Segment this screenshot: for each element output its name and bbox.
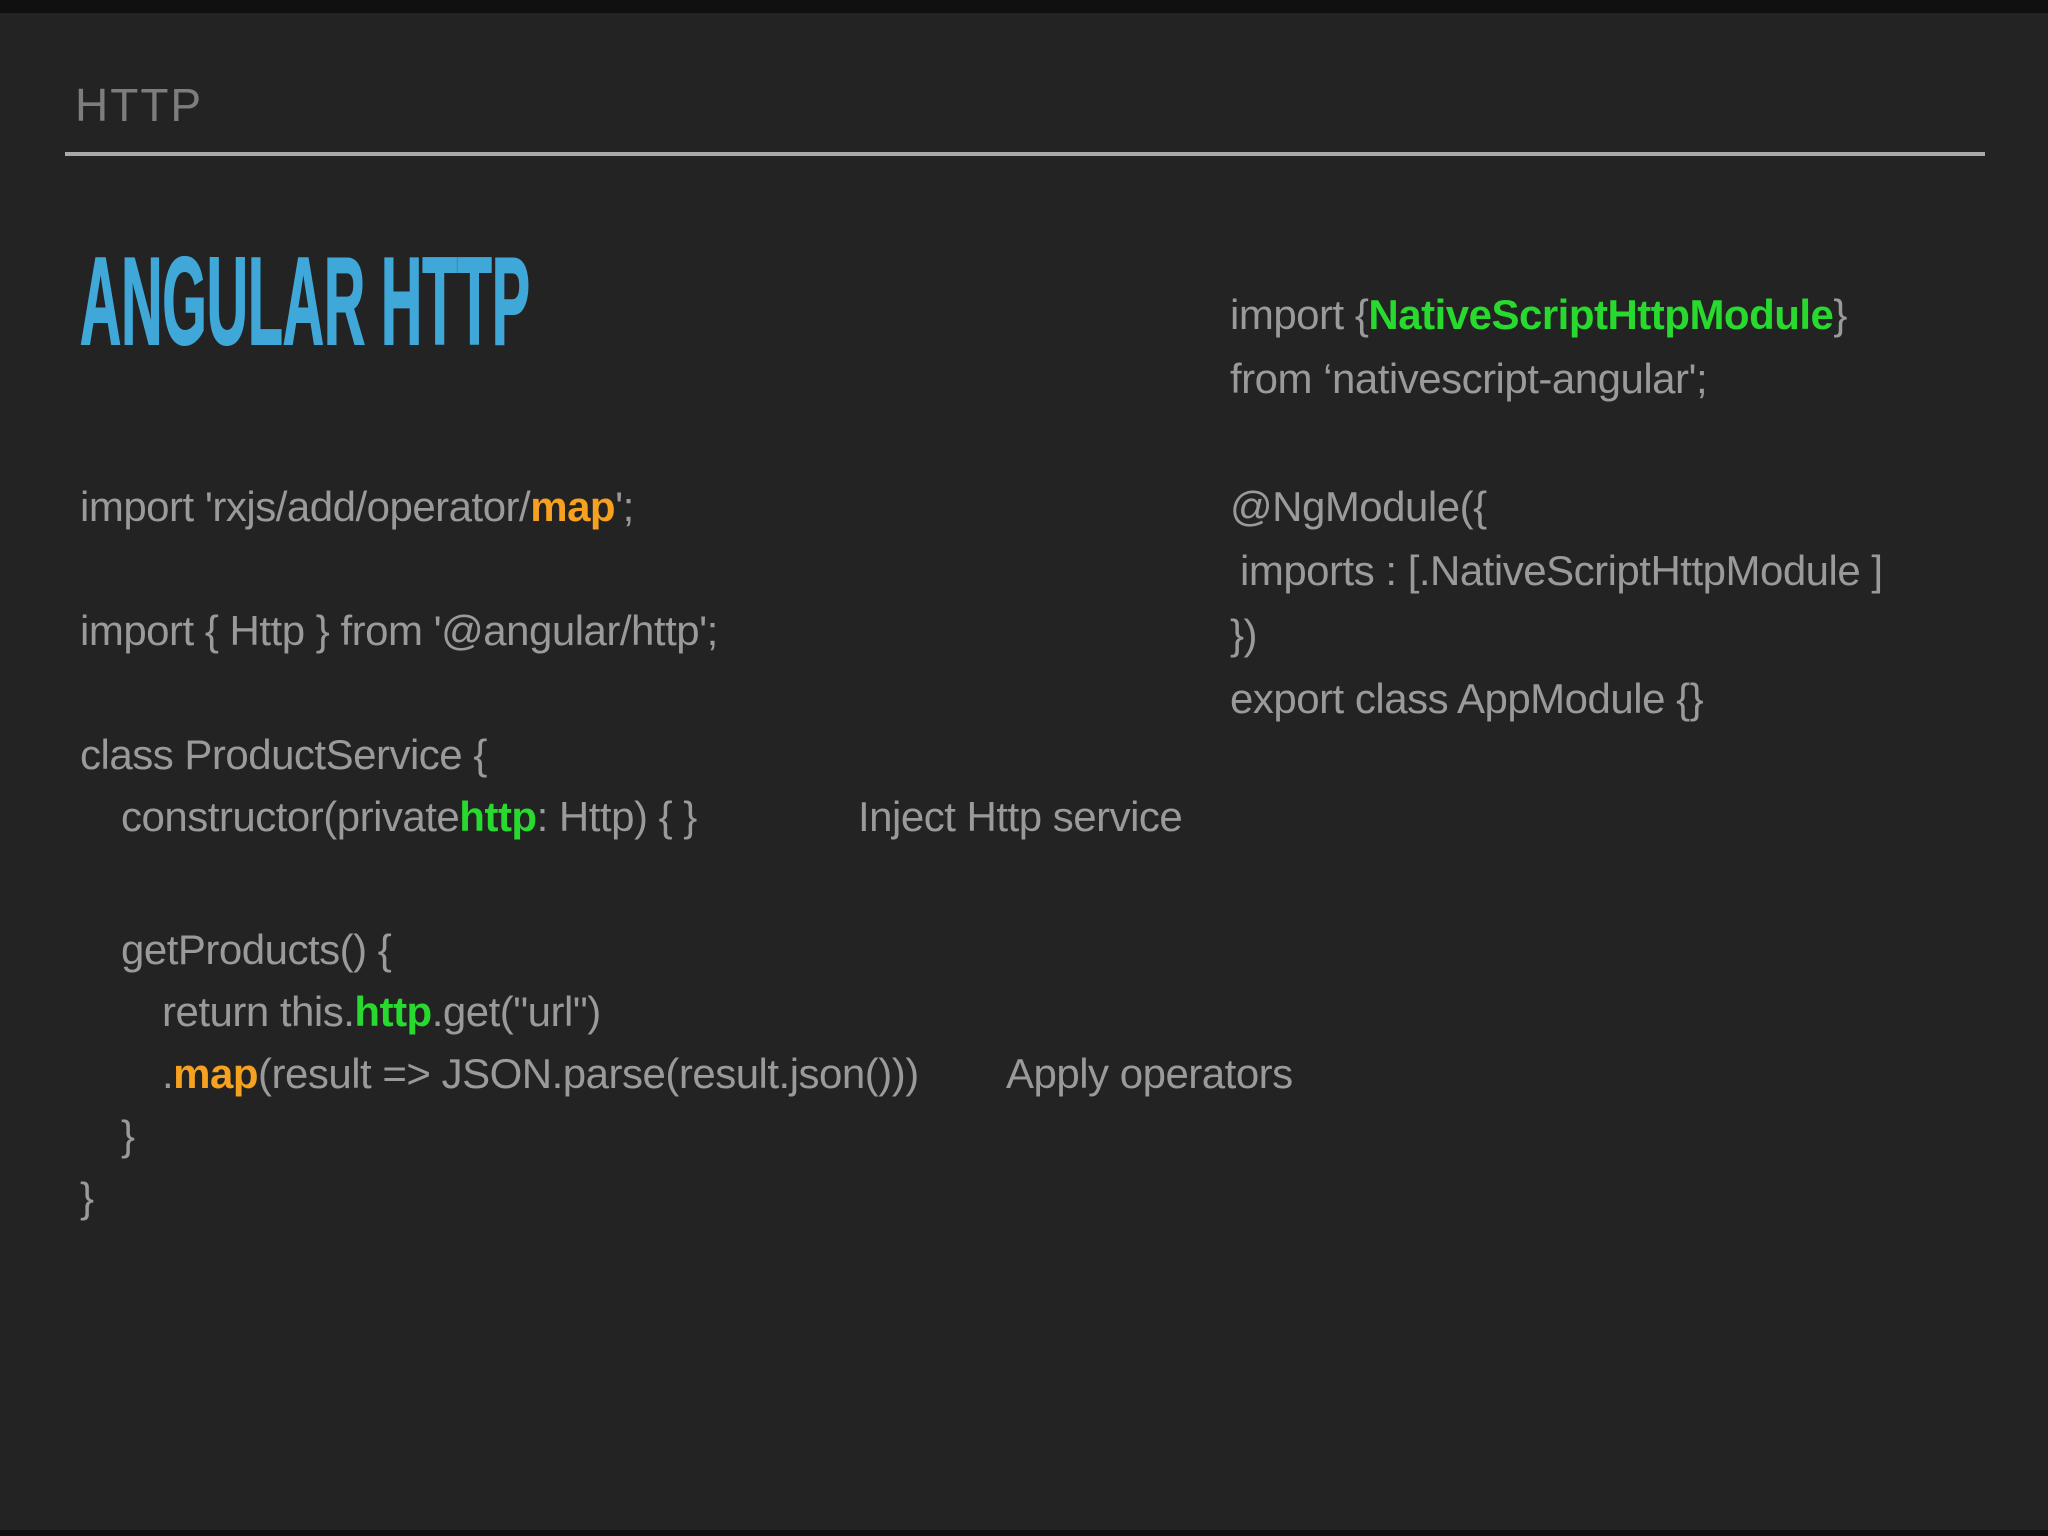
code-segment: map bbox=[530, 483, 616, 530]
code-line: import { Http } from '@angular/http'; bbox=[80, 600, 919, 662]
code-line: getProducts() { bbox=[121, 919, 919, 981]
code-segment: getProducts() { bbox=[121, 926, 392, 973]
letterbox-bottom bbox=[0, 1530, 2048, 1536]
code-blank-line bbox=[80, 538, 919, 600]
code-line: } bbox=[121, 1105, 919, 1167]
code-segment: } bbox=[1833, 291, 1847, 338]
letterbox-top bbox=[0, 0, 2048, 13]
angular-code-block: import 'rxjs/add/operator/map';import { … bbox=[80, 476, 919, 1229]
code-blank-line bbox=[80, 662, 919, 724]
code-blank-line bbox=[1230, 411, 1883, 475]
code-segment: .get("url") bbox=[431, 988, 602, 1035]
code-line: from ‘nativescript-angular'; bbox=[1230, 347, 1883, 411]
code-segment: : Http) { } bbox=[536, 793, 698, 840]
code-line: }) bbox=[1230, 603, 1883, 667]
code-line: } bbox=[80, 1167, 919, 1229]
code-segment: http bbox=[459, 793, 537, 840]
annotation-inject-http-service: Inject Http service bbox=[858, 793, 1183, 840]
code-segment: map bbox=[173, 1050, 259, 1097]
code-segment: '; bbox=[615, 483, 634, 530]
code-segment: (result => JSON.parse(result.json())) bbox=[258, 1050, 919, 1097]
code-segment: }) bbox=[1230, 611, 1258, 658]
code-segment: return this. bbox=[162, 988, 355, 1035]
code-segment: } bbox=[121, 1112, 135, 1159]
code-line: import 'rxjs/add/operator/map'; bbox=[80, 476, 919, 538]
code-line: import { NativeScriptHttpModule } bbox=[1230, 283, 1883, 347]
code-segment: import 'rxjs/add/operator/ bbox=[80, 483, 531, 530]
code-segment: import { bbox=[1230, 291, 1369, 338]
code-segment: imports : [.NativeScriptHttpModule ] bbox=[1240, 547, 1883, 594]
code-line: return this.http.get("url") bbox=[162, 981, 919, 1043]
code-segment: @NgModule({ bbox=[1230, 483, 1487, 530]
slide-background bbox=[0, 13, 2048, 1530]
code-blank-line bbox=[80, 848, 919, 919]
nativescript-code-block: import { NativeScriptHttpModule } from ‘n… bbox=[1230, 283, 1883, 731]
code-line: @NgModule({ bbox=[1230, 475, 1883, 539]
code-line: class ProductService { bbox=[80, 724, 919, 786]
code-line: export class AppModule {} bbox=[1230, 667, 1883, 731]
code-line: .map(result => JSON.parse(result.json())… bbox=[162, 1043, 919, 1105]
code-segment: from ‘nativescript-angular'; bbox=[1230, 355, 1708, 402]
slide-kicker: HTTP bbox=[75, 79, 204, 131]
slide-title: ANGULAR HTTP bbox=[80, 233, 531, 371]
code-segment: export class AppModule {} bbox=[1230, 675, 1704, 722]
code-segment: import { Http } from '@angular/http'; bbox=[80, 607, 718, 654]
annotation-apply-operators: Apply operators bbox=[1006, 1050, 1293, 1097]
code-line: imports : [.NativeScriptHttpModule ] bbox=[1240, 539, 1883, 603]
code-segment: NativeScriptHttpModule bbox=[1368, 291, 1834, 338]
code-segment: . bbox=[162, 1050, 174, 1097]
code-line: constructor(private http: Http) { } bbox=[121, 786, 919, 848]
code-segment: constructor(private bbox=[121, 793, 460, 840]
code-segment: class ProductService { bbox=[80, 731, 487, 778]
header-divider bbox=[65, 152, 1985, 156]
code-segment: } bbox=[80, 1174, 94, 1221]
code-segment: http bbox=[354, 988, 432, 1035]
